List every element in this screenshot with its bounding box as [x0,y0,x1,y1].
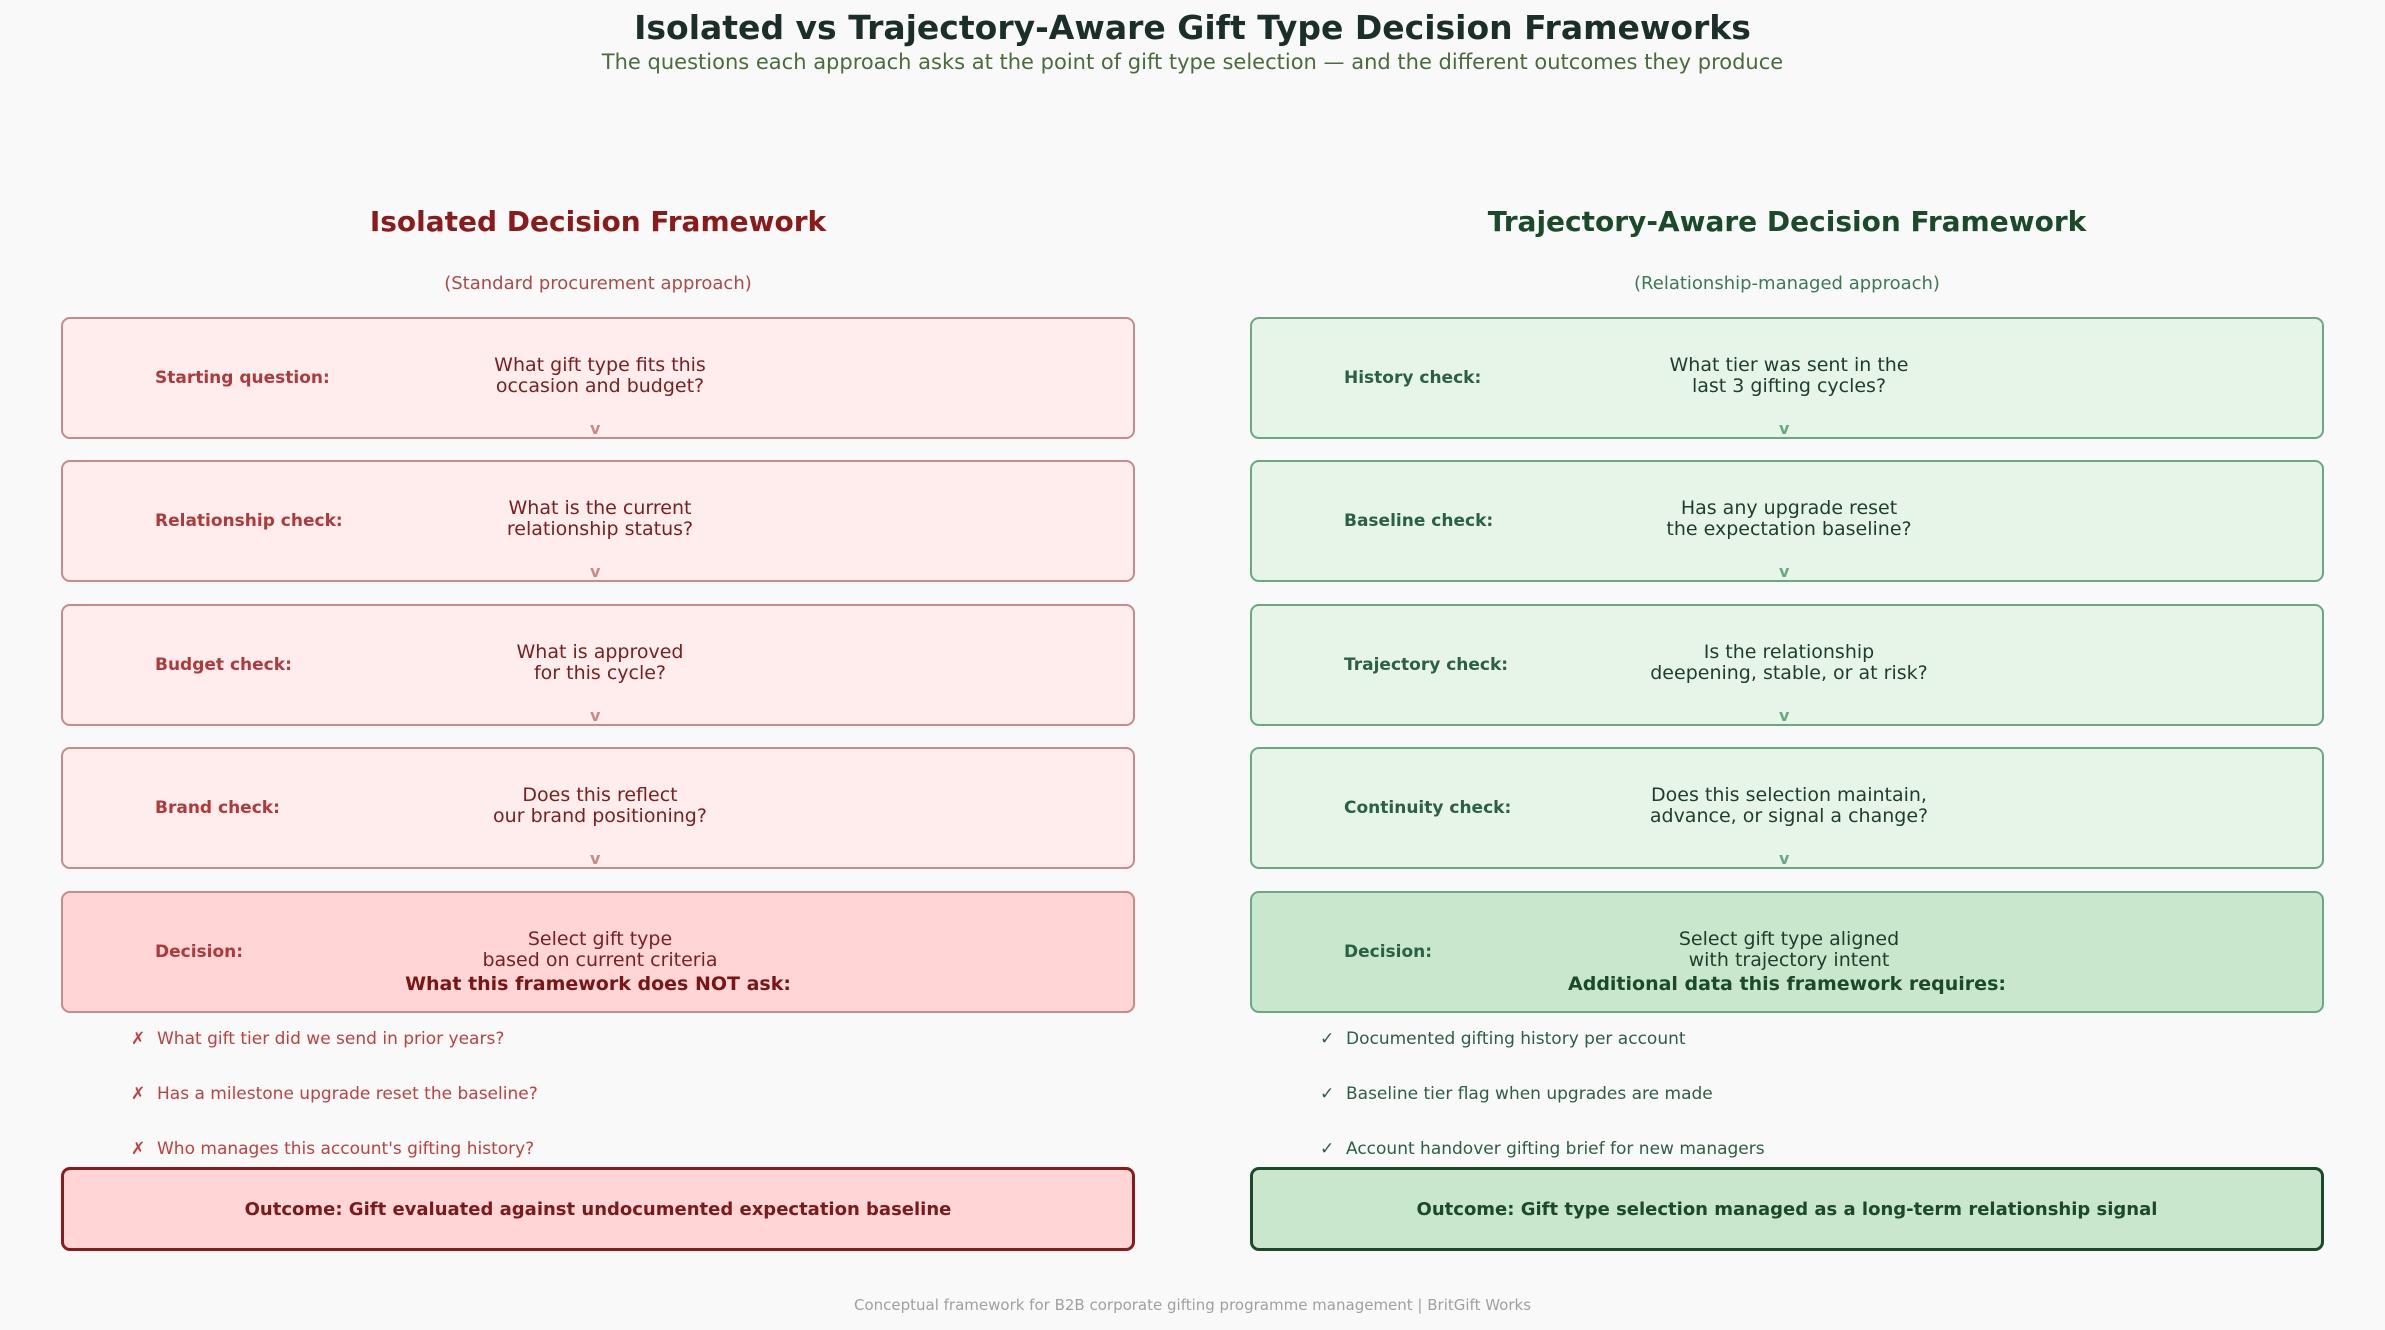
step-box: History check: What tier was sent in the… [1250,317,2324,439]
decision-box: Decision: Select gift type based on curr… [61,891,1135,1013]
column-title: Isolated Decision Framework [369,205,827,238]
step-label: Relationship check: [155,511,343,531]
step-question: Does this selection maintain, advance, o… [1649,784,1929,827]
step-label: Brand check: [155,798,280,818]
down-arrow-icon: v [1779,849,1790,868]
step-label: Budget check: [155,655,292,675]
outcome-box: Outcome: Gift type selection managed as … [1250,1167,2324,1251]
not-asked-heading: What this framework does NOT ask: [405,973,791,995]
step-label: Decision: [155,942,244,962]
list-item-text: Baseline tier flag when upgrades are mad… [1346,1084,1713,1104]
down-arrow-icon: v [590,419,601,438]
step-question: Select gift type based on current criter… [482,928,718,971]
step-question: Select gift type aligned with trajectory… [1678,928,1900,971]
step-box: Budget check: What is approved for this … [61,604,1135,726]
step-question: What is approved for this cycle? [516,641,684,684]
list-item-text: Who manages this account's gifting histo… [157,1139,535,1159]
step-box: Baseline check: Has any upgrade reset th… [1250,460,2324,582]
step-label: History check: [1344,368,1482,388]
check-icon: ✓ [1320,1084,1335,1104]
trajectory-framework-column: Trajectory-Aware Decision Framework (Rel… [1250,0,2324,1330]
list-item-text: Has a milestone upgrade reset the baseli… [157,1084,538,1104]
step-question: What gift type fits this occasion and bu… [494,354,706,397]
requires-heading: Additional data this framework requires: [1568,973,2006,995]
decision-box: Decision: Select gift type aligned with … [1250,891,2324,1013]
column-subtitle: (Standard procurement approach) [444,273,752,294]
down-arrow-icon: v [1779,419,1790,438]
cross-icon: ✗ [131,1029,146,1049]
step-label: Continuity check: [1344,798,1512,818]
page-title: Isolated vs Trajectory-Aware Gift Type D… [634,8,1751,47]
list-item-text: What gift tier did we send in prior year… [157,1029,505,1049]
down-arrow-icon: v [590,562,601,581]
list-item: ✓ Account handover gifting brief for new … [1320,1139,1765,1159]
list-item: ✓ Documented gifting history per account [1320,1029,1686,1049]
step-question: What tier was sent in the last 3 gifting… [1669,354,1909,397]
down-arrow-icon: v [1779,562,1790,581]
check-icon: ✓ [1320,1139,1335,1159]
down-arrow-icon: v [590,849,601,868]
step-box: Relationship check: What is the current … [61,460,1135,582]
step-question: Is the relationship deepening, stable, o… [1650,641,1928,684]
list-item: ✗ Has a milestone upgrade reset the basel… [131,1084,538,1104]
list-item: ✗ Who manages this account's gifting hist… [131,1139,534,1159]
step-box: Continuity check: Does this selection ma… [1250,747,2324,869]
page-subtitle: The questions each approach asks at the … [601,50,1784,74]
check-icon: ✓ [1320,1029,1335,1049]
step-label: Baseline check: [1344,511,1494,531]
footer-note: Conceptual framework for B2B corporate g… [853,1296,1532,1314]
down-arrow-icon: v [1779,706,1790,725]
cross-icon: ✗ [131,1139,146,1159]
step-box: Starting question: What gift type fits t… [61,317,1135,439]
step-box: Trajectory check: Is the relationship de… [1250,604,2324,726]
step-box: Brand check: Does this reflect our brand… [61,747,1135,869]
isolated-framework-column: Isolated Decision Framework (Standard pr… [61,0,1135,1330]
outcome-box: Outcome: Gift evaluated against undocume… [61,1167,1135,1251]
step-label: Trajectory check: [1344,655,1509,675]
step-label: Decision: [1344,942,1433,962]
down-arrow-icon: v [590,706,601,725]
column-title: Trajectory-Aware Decision Framework [1487,205,2087,238]
step-label: Starting question: [155,368,330,388]
list-item-text: Documented gifting history per account [1346,1029,1686,1049]
list-item-text: Account handover gifting brief for new m… [1346,1139,1765,1159]
column-subtitle: (Relationship-managed approach) [1634,273,1940,294]
list-item: ✗ What gift tier did we send in prior yea… [131,1029,504,1049]
step-question: Does this reflect our brand positioning? [493,784,707,827]
step-question: What is the current relationship status? [506,497,694,540]
list-item: ✓ Baseline tier flag when upgrades are ma… [1320,1084,1713,1104]
cross-icon: ✗ [131,1084,146,1104]
step-question: Has any upgrade reset the expectation ba… [1666,497,1912,540]
